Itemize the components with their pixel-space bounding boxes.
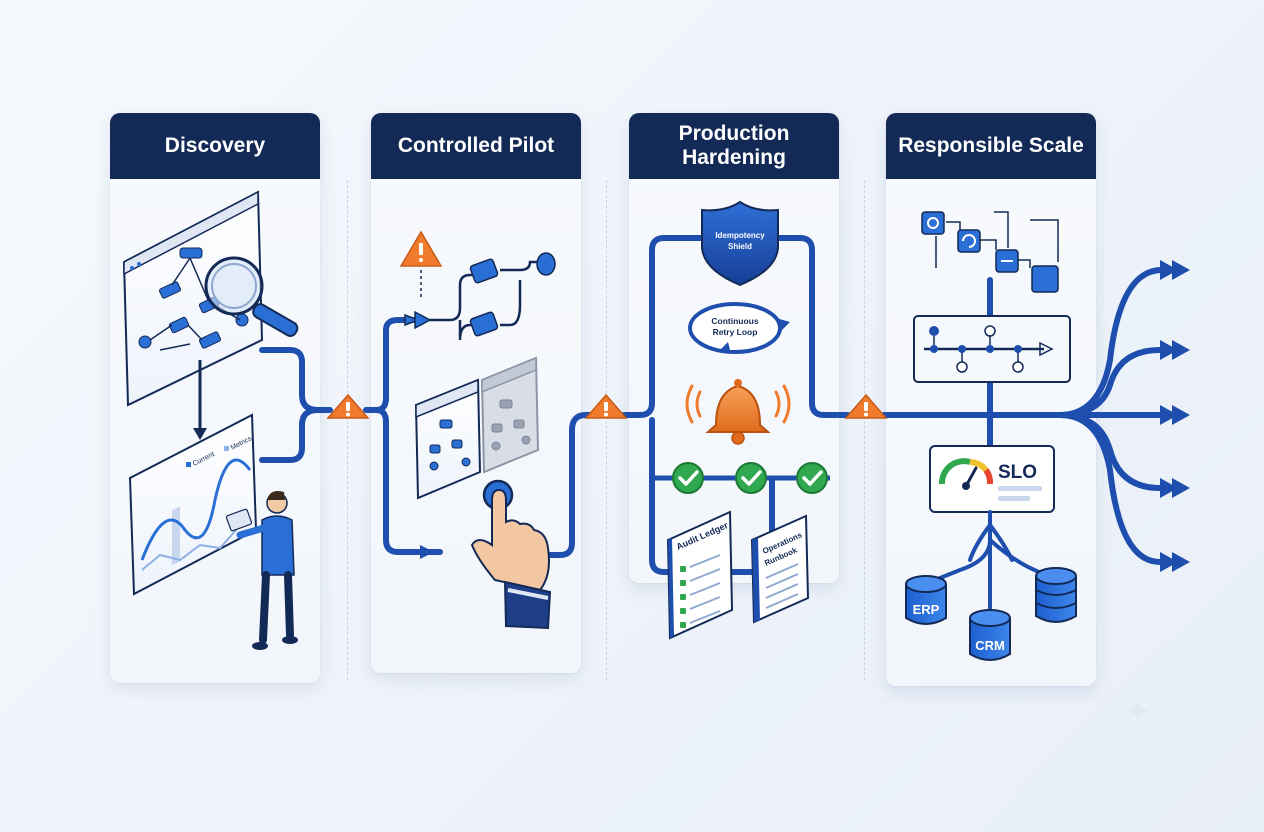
fan-out-arrowheads bbox=[1160, 260, 1190, 572]
database-icon-crm: CRM bbox=[969, 609, 1011, 661]
pipe bbox=[1057, 412, 1163, 565]
divider bbox=[606, 180, 607, 680]
magnifier-icon bbox=[204, 256, 299, 337]
slo-gauge-card: SLO bbox=[929, 445, 1055, 513]
pipe bbox=[363, 317, 423, 413]
warning-gate-1 bbox=[326, 393, 370, 419]
retry-loop-label-line2: Retry Loop bbox=[713, 327, 758, 337]
arrow-icon bbox=[1160, 340, 1178, 360]
check-icon bbox=[672, 462, 704, 494]
analyst-figure bbox=[225, 491, 298, 650]
arrow-icon bbox=[1160, 260, 1178, 280]
release-timeline-card bbox=[913, 315, 1071, 383]
idempotency-shield: Idempotency Shield bbox=[701, 200, 779, 287]
arrow-icon bbox=[1172, 340, 1190, 360]
pilot-warning-beacon bbox=[399, 230, 443, 300]
retry-loop-label-line1: Continuous bbox=[711, 316, 758, 326]
check-icon bbox=[735, 462, 767, 494]
flow-pipes bbox=[259, 235, 1083, 575]
stage-title-responsible-scale: Responsible Scale bbox=[886, 113, 1096, 179]
pipe bbox=[259, 347, 333, 413]
shield-label-line1: Idempotency bbox=[715, 231, 765, 240]
pipe bbox=[777, 235, 851, 418]
pipe bbox=[649, 417, 693, 575]
shield-label-line2: Shield bbox=[728, 242, 752, 251]
stage-title-discovery: Discovery bbox=[110, 113, 320, 179]
warning-gate-3 bbox=[844, 393, 888, 419]
process-map-screen bbox=[122, 190, 264, 407]
fan-out-flows bbox=[1057, 267, 1163, 565]
pipe bbox=[537, 412, 593, 558]
pipe bbox=[621, 235, 703, 418]
retry-loop: Continuous Retry Loop bbox=[688, 302, 790, 354]
erp-label: ERP bbox=[913, 602, 940, 617]
sparkle-icon bbox=[1127, 700, 1149, 722]
divider bbox=[347, 180, 348, 680]
pipe bbox=[373, 407, 443, 555]
metrics-chart-board: Current Metrics bbox=[128, 413, 258, 596]
pilot-workflow-nodes bbox=[404, 252, 556, 337]
alert-bell-icon bbox=[685, 379, 791, 445]
automation-step-chain bbox=[921, 211, 1059, 293]
arrow-icon bbox=[420, 545, 434, 559]
arrow-icon bbox=[193, 428, 207, 440]
pilot-comparison-screens bbox=[414, 356, 540, 500]
refresh-icon bbox=[957, 229, 981, 253]
divider bbox=[864, 180, 865, 680]
check-icon bbox=[796, 462, 828, 494]
stage-title-controlled-pilot: Controlled Pilot bbox=[371, 113, 581, 179]
audit-ledger-book: Audit Ledger bbox=[666, 510, 734, 640]
arrow-icon bbox=[1160, 478, 1178, 498]
system-connections bbox=[938, 510, 1054, 612]
arrow-icon bbox=[1172, 552, 1190, 572]
pilot-workflow bbox=[430, 260, 540, 341]
database-icon-storage bbox=[1035, 567, 1077, 623]
pointing-hand-icon bbox=[470, 479, 552, 630]
success-checks bbox=[672, 462, 828, 494]
crm-label: CRM bbox=[975, 638, 1005, 653]
gear-icon bbox=[921, 211, 945, 235]
arrow-icon bbox=[1160, 552, 1178, 572]
warning-gate-2 bbox=[584, 393, 628, 419]
pipe bbox=[259, 407, 321, 463]
task-node-icon bbox=[1031, 265, 1059, 293]
stage-title-production-hardening: Production Hardening bbox=[629, 113, 839, 179]
pipe bbox=[1057, 267, 1163, 418]
arrow-icon bbox=[1172, 478, 1190, 498]
arrow-icon bbox=[1172, 405, 1190, 425]
operations-runbook-book: Operations Runbook bbox=[750, 514, 810, 624]
arrow-icon bbox=[1172, 260, 1190, 280]
arrow-icon bbox=[1160, 405, 1178, 425]
database-icon-erp: ERP bbox=[905, 575, 947, 625]
slo-label: SLO bbox=[998, 462, 1037, 483]
